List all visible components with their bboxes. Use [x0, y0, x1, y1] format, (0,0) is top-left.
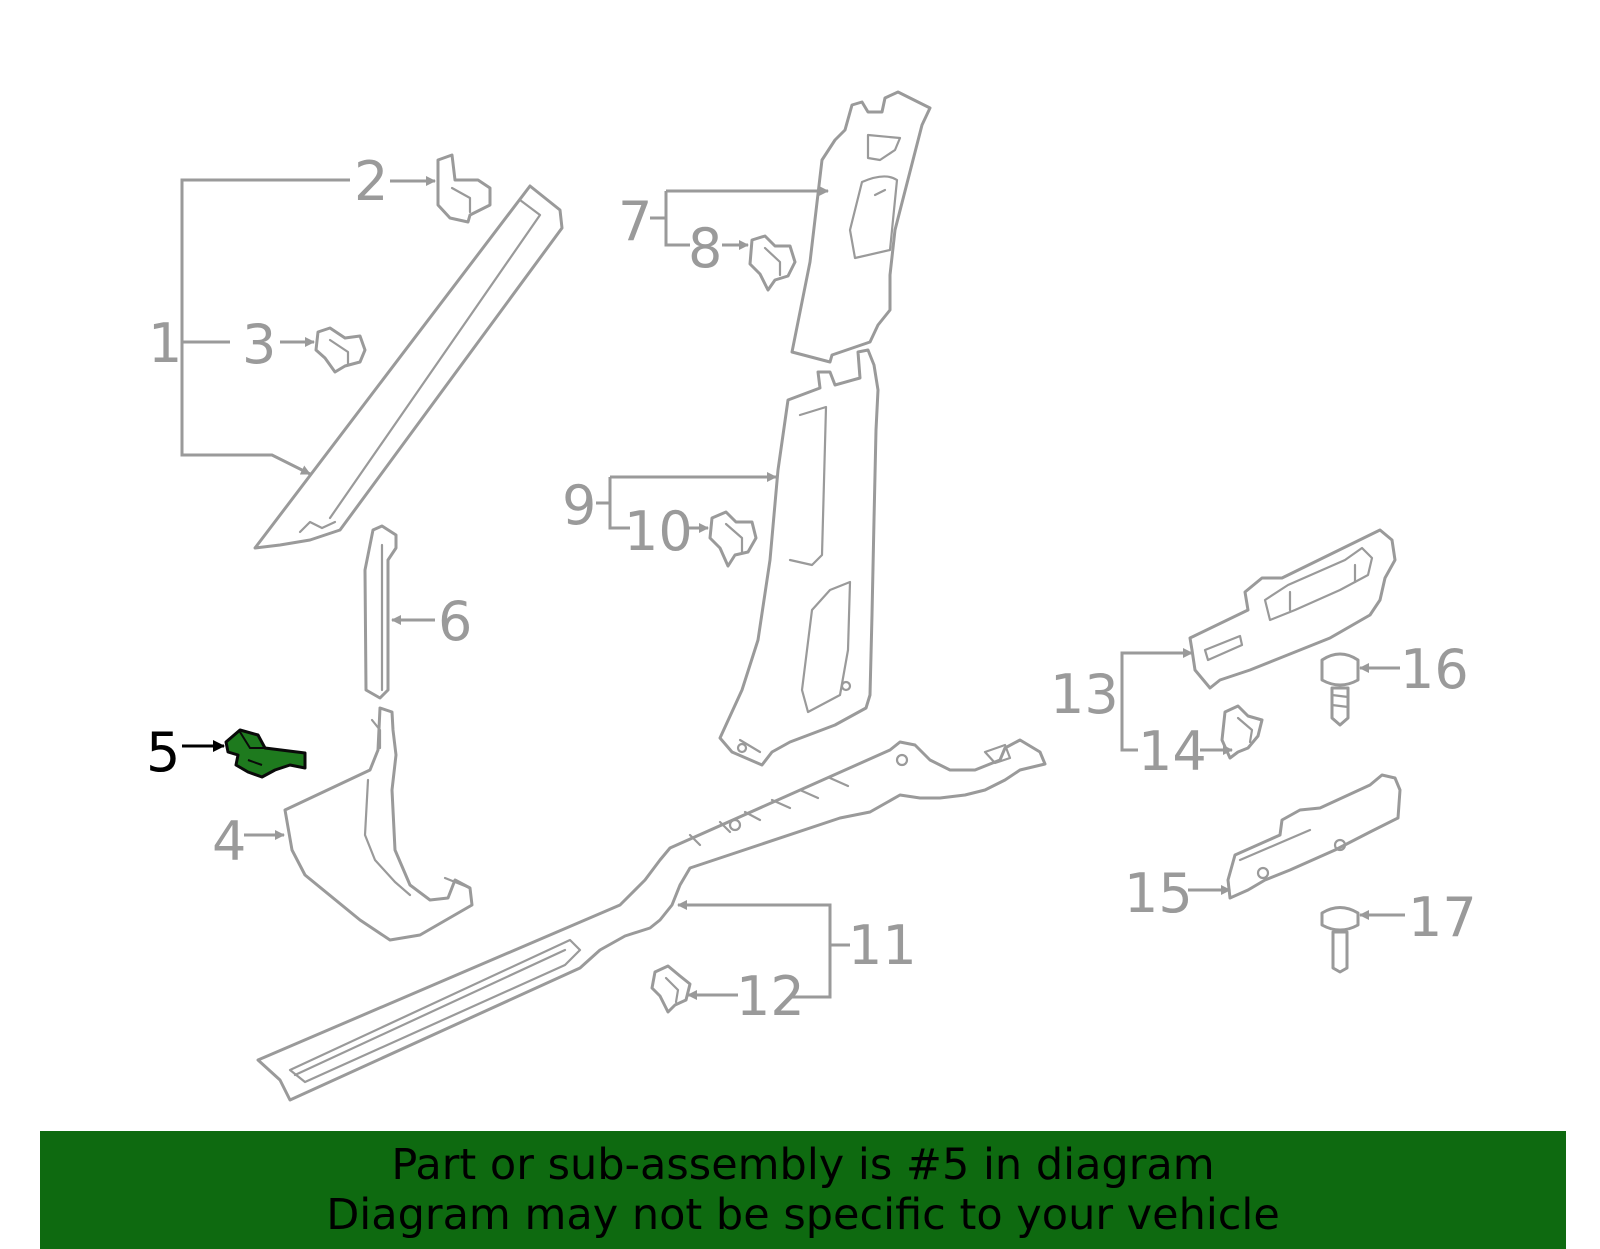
callout-8: 8: [688, 217, 722, 280]
b-pillar-lower-9[interactable]: [718, 348, 880, 767]
kick-panel-4[interactable]: [283, 706, 474, 942]
callout-15: 15: [1124, 862, 1193, 925]
callout-13: 13: [1050, 663, 1119, 726]
callout-6: 6: [438, 590, 472, 653]
push-pin-16[interactable]: [1320, 652, 1360, 727]
callout-5: 5: [146, 721, 180, 784]
callout-14: 14: [1138, 720, 1207, 783]
callout-16: 16: [1400, 638, 1469, 701]
b-pillar-upper-7[interactable]: [790, 90, 932, 364]
info-banner: Part or sub-assembly is #5 in diagram Di…: [40, 1131, 1566, 1249]
clip-12[interactable]: [650, 964, 692, 1014]
sill-extension-13[interactable]: [1188, 528, 1397, 690]
trim-strip-6[interactable]: [363, 524, 398, 700]
callout-labels: 1 2 3 4 5 6 7 8 9 10 11 12 13 14 15 16 1…: [146, 150, 1477, 1028]
bolt-17[interactable]: [1320, 906, 1360, 974]
banner-line-2: Diagram may not be specific to your vehi…: [326, 1190, 1280, 1240]
clip-3[interactable]: [314, 326, 367, 374]
callout-11: 11: [848, 914, 917, 977]
callout-9: 9: [562, 474, 596, 537]
bracket-15[interactable]: [1226, 773, 1402, 900]
bracket-5-highlighted[interactable]: [224, 728, 307, 779]
a-pillar-trim[interactable]: [253, 184, 564, 550]
callout-10: 10: [624, 500, 693, 563]
callout-17: 17: [1408, 886, 1477, 949]
leader-lines: [180, 176, 1405, 1000]
callout-3: 3: [242, 313, 276, 376]
door-sill-11[interactable]: [256, 738, 1047, 1102]
clip-8[interactable]: [748, 234, 797, 292]
callout-12: 12: [736, 965, 805, 1028]
callout-2: 2: [354, 150, 388, 213]
clip-10[interactable]: [708, 510, 758, 568]
clip-2[interactable]: [436, 153, 492, 224]
banner-line-1: Part or sub-assembly is #5 in diagram: [391, 1140, 1215, 1190]
callout-7: 7: [618, 190, 652, 253]
callout-1: 1: [148, 312, 182, 375]
callout-4: 4: [212, 810, 246, 873]
